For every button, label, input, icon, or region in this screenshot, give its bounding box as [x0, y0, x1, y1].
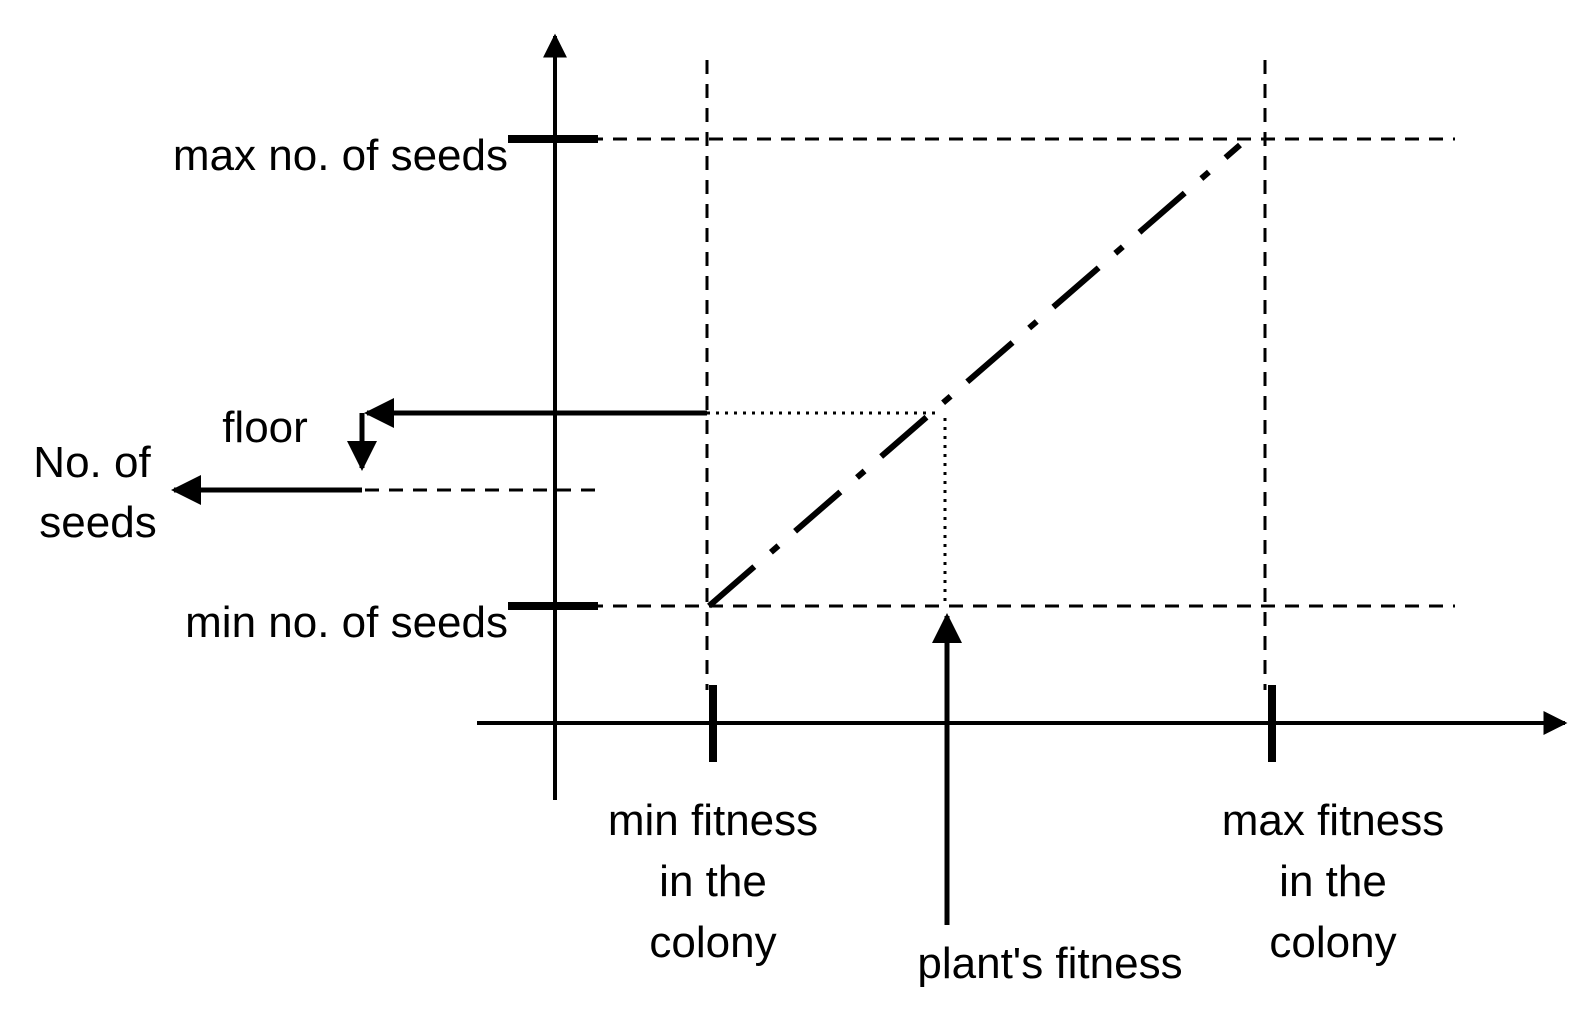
min-seeds-label: min no. of seeds — [185, 598, 508, 647]
floor-label: floor — [222, 403, 308, 452]
min-fitness-label-line1: min fitness — [608, 796, 818, 845]
min-fitness-label-line3: colony — [649, 918, 776, 967]
max-seeds-label: max no. of seeds — [173, 131, 508, 180]
min-fitness-label-line2: in the — [659, 857, 767, 906]
no-of-seeds-label-line1: No. of — [33, 438, 151, 487]
max-fitness-label-line1: max fitness — [1222, 796, 1445, 845]
no-of-seeds-label-line2: seeds — [39, 498, 156, 547]
max-fitness-label-line2: in the — [1279, 857, 1387, 906]
max-fitness-label-line3: colony — [1269, 918, 1396, 967]
plant-fitness-label: plant's fitness — [917, 939, 1182, 988]
seed-fitness-linear-relation — [707, 142, 1242, 609]
